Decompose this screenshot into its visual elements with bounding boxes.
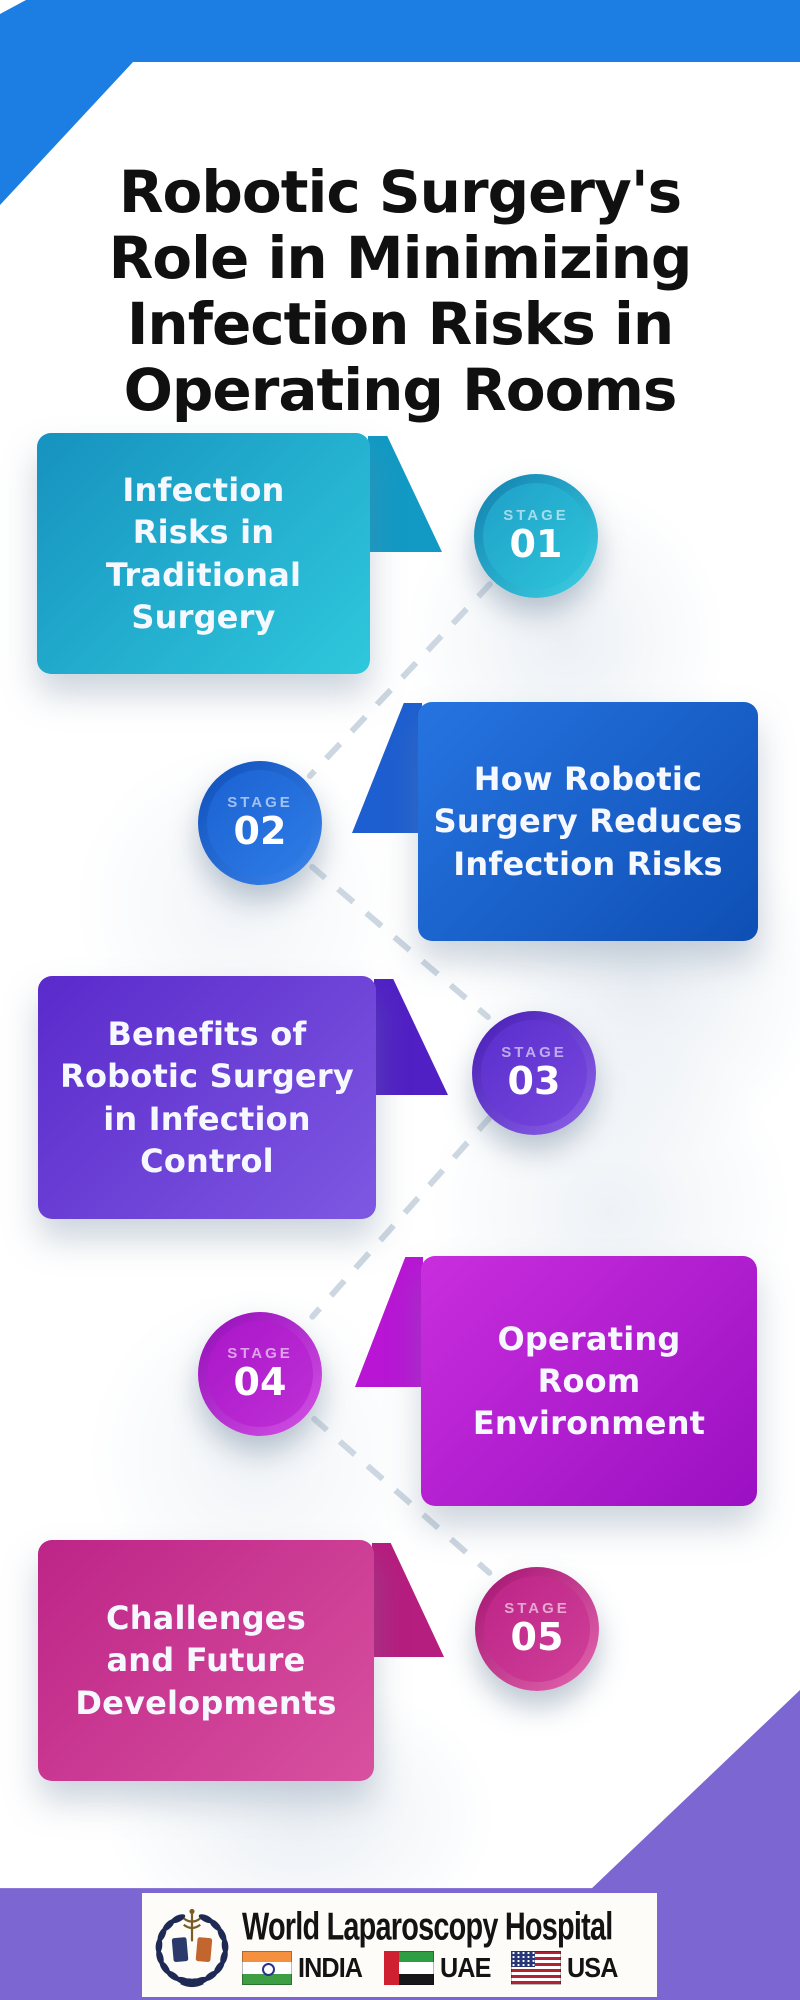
- stage-4-badge: STAGE 04: [198, 1312, 322, 1436]
- caduceus-icon: [183, 1908, 201, 1942]
- stage-5-card: Challenges and Future Developments: [38, 1540, 374, 1781]
- stage-1-card-text: Infection Risks in Traditional Surgery: [105, 471, 302, 636]
- stage-5-card-pointer: [372, 1543, 444, 1657]
- stage-5-number: 05: [510, 1614, 564, 1659]
- stage-3-number: 03: [507, 1058, 561, 1103]
- stage-4-card: Operating Room Environment: [421, 1256, 757, 1506]
- stage-1-number: 01: [509, 521, 563, 566]
- hospital-name: World Laparoscopy Hospital: [242, 1904, 613, 1948]
- stage-2-card: How Robotic Surgery Reduces Infection Ri…: [418, 702, 758, 941]
- uae-flag-icon: [384, 1950, 435, 1985]
- footer-logo-box: World Laparoscopy Hospital INDIA UAE USA: [142, 1893, 657, 1997]
- laurel-wreath-logo-icon: [155, 1908, 229, 1988]
- stage-2-badge: STAGE 02: [198, 761, 322, 885]
- country-usa: USA: [511, 1950, 623, 1985]
- stage-2-number: 02: [233, 808, 287, 853]
- uae-label: UAE: [440, 1951, 491, 1983]
- stage-4-number: 04: [233, 1359, 287, 1404]
- country-uae: UAE: [384, 1950, 496, 1985]
- india-label: INDIA: [298, 1951, 363, 1983]
- stage-3-label: STAGE: [501, 1043, 567, 1061]
- india-flag-icon: [242, 1950, 292, 1985]
- stage-4-card-text: Operating Room Environment: [472, 1319, 706, 1443]
- stage-4-label: STAGE: [227, 1344, 293, 1362]
- stage-1-card: Infection Risks in Traditional Surgery: [37, 433, 370, 674]
- stage-2-card-text: How Robotic Surgery Reduces Infection Ri…: [433, 760, 743, 883]
- stage-5-label: STAGE: [504, 1599, 570, 1617]
- stage-2-label: STAGE: [227, 793, 293, 811]
- country-india: INDIA: [242, 1950, 369, 1985]
- countries-row: INDIA UAE USA: [242, 1950, 623, 1985]
- stage-1-label: STAGE: [503, 506, 569, 524]
- usa-label: USA: [567, 1951, 618, 1983]
- stage-3-card: Benefits of Robotic Surgery in Infection…: [38, 976, 376, 1219]
- page-title: Robotic Surgery's Role in Minimizing Inf…: [108, 157, 693, 425]
- stage-3-badge: STAGE 03: [472, 1011, 596, 1135]
- stage-5-card-text: Challenges and Future Developments: [75, 1599, 337, 1722]
- usa-flag-icon: [511, 1950, 562, 1985]
- stage-5-badge: STAGE 05: [475, 1567, 599, 1691]
- stage-3-card-text: Benefits of Robotic Surgery in Infection…: [60, 1015, 354, 1180]
- stage-1-badge: STAGE 01: [474, 474, 598, 598]
